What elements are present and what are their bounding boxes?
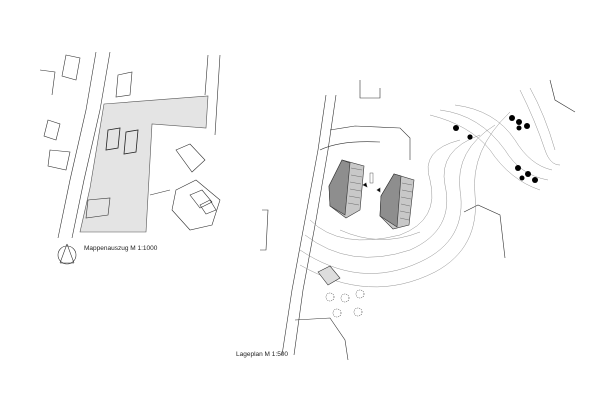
- map-extract-caption: Mappenauszug M 1:1000: [84, 245, 158, 252]
- plot-area: [79, 95, 209, 233]
- site-plan: [260, 79, 576, 361]
- road-edge-right: [71, 51, 111, 239]
- building-west: [328, 159, 365, 219]
- north-arrow-icon: [57, 243, 77, 265]
- road-edge-right: [293, 94, 337, 356]
- road-edge-left: [281, 94, 327, 356]
- trees-light: [325, 289, 365, 318]
- map-extract: [39, 51, 221, 265]
- trees: [453, 115, 538, 183]
- road-edge-left: [57, 51, 97, 239]
- building-east: [379, 173, 415, 230]
- site-plan-caption: Lageplan M 1:500: [236, 351, 289, 358]
